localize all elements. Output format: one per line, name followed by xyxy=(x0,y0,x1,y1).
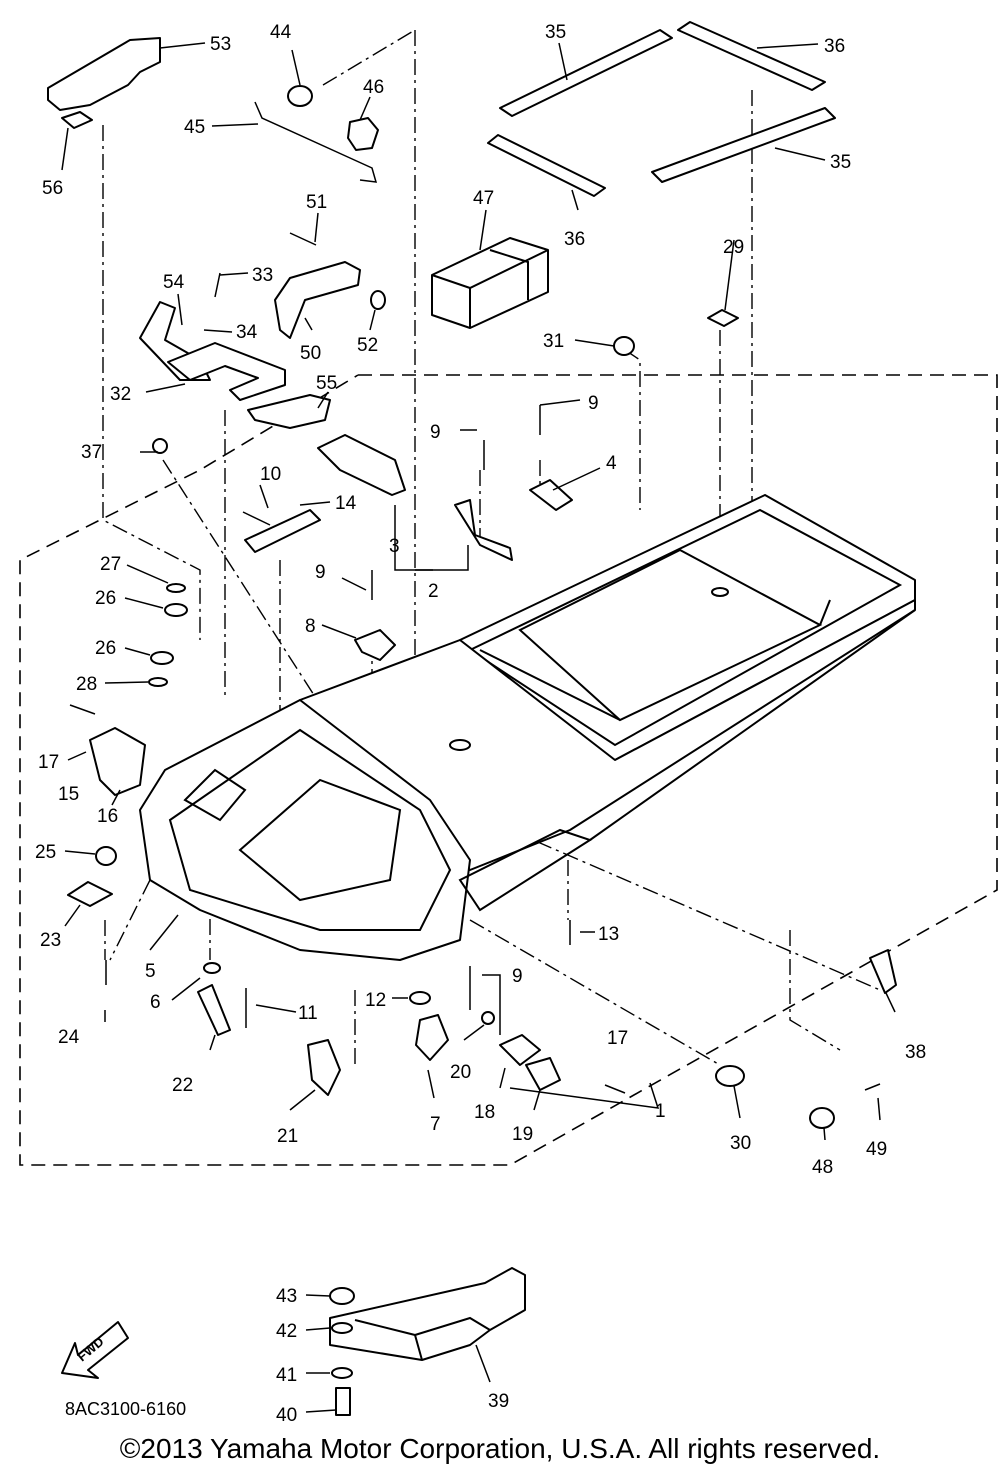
callout-10: 10 xyxy=(260,464,281,485)
callout-31: 31 xyxy=(543,331,564,352)
callout-25: 25 xyxy=(35,842,56,863)
callout-24: 24 xyxy=(58,1027,80,1048)
callout-39: 39 xyxy=(488,1391,509,1412)
copyright-notice: ©2013 Yamaha Motor Corporation, U.S.A. A… xyxy=(119,1433,881,1464)
callout-42: 42 xyxy=(276,1321,297,1342)
callout-35b: 35 xyxy=(830,152,851,173)
callout-55: 55 xyxy=(316,373,337,394)
callout-3: 3 xyxy=(389,536,400,557)
top-cover-plate xyxy=(47,37,161,129)
callout-41: 41 xyxy=(276,1365,297,1386)
fwd-arrow-icon: FWD xyxy=(61,1321,129,1379)
callout-8: 8 xyxy=(305,616,316,637)
callout-46: 46 xyxy=(363,77,384,98)
callout-49: 49 xyxy=(866,1139,887,1160)
callout-9b: 9 xyxy=(430,422,441,443)
inset-bracket-detail xyxy=(305,1267,526,1416)
callout-44: 44 xyxy=(270,22,292,43)
callout-56: 56 xyxy=(42,178,63,199)
callout-28: 28 xyxy=(76,674,97,695)
callout-32: 32 xyxy=(110,384,131,405)
callout-52: 52 xyxy=(357,335,378,356)
callout-5: 5 xyxy=(145,961,156,982)
callout-11: 11 xyxy=(298,1003,318,1024)
callout-13: 13 xyxy=(598,924,619,945)
callout-29: 29 xyxy=(723,237,744,258)
small-parts xyxy=(67,85,897,1129)
callout-20: 20 xyxy=(450,1062,471,1083)
callout-47: 47 xyxy=(473,188,494,209)
callout-38: 38 xyxy=(905,1042,926,1063)
callout-labels: 53 56 44 45 46 35 36 35 36 47 29 51 33 5… xyxy=(35,22,926,1426)
callout-2: 2 xyxy=(428,581,439,602)
callout-26b: 26 xyxy=(95,638,116,659)
callout-17b: 17 xyxy=(607,1028,628,1049)
callout-22: 22 xyxy=(172,1075,193,1096)
callout-48: 48 xyxy=(812,1157,833,1178)
callout-14: 14 xyxy=(335,493,357,514)
callout-30: 30 xyxy=(730,1133,751,1154)
callout-27: 27 xyxy=(100,554,121,575)
callout-7: 7 xyxy=(430,1114,441,1135)
callout-4: 4 xyxy=(606,453,617,474)
leader-lines xyxy=(61,42,896,1141)
callout-36b: 36 xyxy=(564,229,585,250)
callout-9d: 9 xyxy=(512,966,523,987)
frame-assembly xyxy=(139,494,916,961)
cushion-pad xyxy=(431,237,549,329)
callout-17a: 17 xyxy=(38,752,59,773)
callout-43: 43 xyxy=(276,1286,297,1307)
callout-51: 51 xyxy=(306,192,327,213)
callout-1: 1 xyxy=(655,1101,666,1122)
fasteners xyxy=(69,232,881,1094)
callout-23: 23 xyxy=(40,930,61,951)
callout-50: 50 xyxy=(300,343,321,364)
callout-6: 6 xyxy=(150,992,161,1013)
callout-54: 54 xyxy=(163,272,185,293)
callout-9c: 9 xyxy=(315,562,326,583)
callout-21: 21 xyxy=(277,1126,298,1147)
callout-33: 33 xyxy=(252,265,273,286)
callout-26a: 26 xyxy=(95,588,116,609)
callout-36a: 36 xyxy=(824,36,845,57)
callout-18: 18 xyxy=(474,1102,495,1123)
callout-15: 15 xyxy=(58,784,79,805)
part-code: 8AC3100-6160 xyxy=(65,1399,186,1419)
callout-19: 19 xyxy=(512,1124,533,1145)
callout-34: 34 xyxy=(236,322,258,343)
callout-16: 16 xyxy=(97,806,118,827)
callout-53: 53 xyxy=(210,34,231,55)
callout-37: 37 xyxy=(81,442,102,463)
callout-9a: 9 xyxy=(588,393,599,414)
callout-12: 12 xyxy=(365,990,386,1011)
seat-rails xyxy=(487,21,836,197)
callout-35a: 35 xyxy=(545,22,566,43)
callout-45: 45 xyxy=(184,117,205,138)
callout-40: 40 xyxy=(276,1405,297,1426)
assembly-boundary xyxy=(19,374,998,1166)
